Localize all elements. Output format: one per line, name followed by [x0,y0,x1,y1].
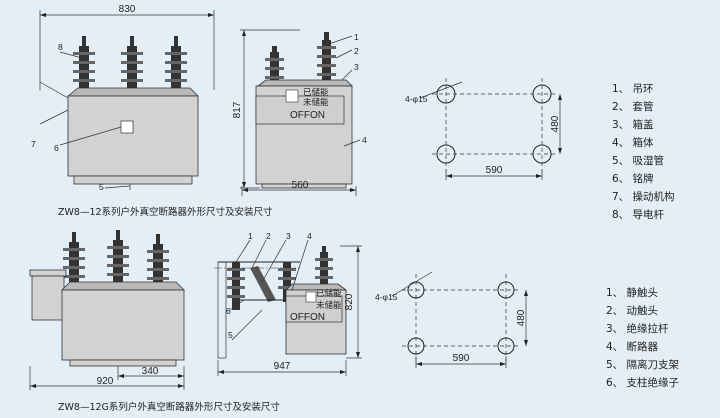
top-legend-item: 6、 铭牌 [612,172,654,185]
nameplate [120,120,134,134]
top-hole-pattern: 4-φ15 480 590 [405,78,562,180]
top-callout-2: 2 [354,46,359,56]
bottom-legend: 1、 静触头 2、 动触头 3、 绝缘拉杆 4、 断路器 5、 隔离刀支架 6、… [606,286,680,389]
bottom-callout-4: 4 [307,231,312,241]
bottom-depth-dim: 947 [274,361,291,372]
callout-6: 6 [54,143,59,153]
bottom-callout-1: 1 [248,231,253,241]
bottom-legend-item: 3、 绝缘拉杆 [606,322,669,335]
bottom-legend-item: 6、 支柱绝缘子 [606,376,679,389]
top-legend-item: 5、 吸湿管 [612,154,664,167]
callout-5: 5 [99,182,104,192]
bottom-hole-vdim: 480 [516,309,527,326]
top-callout-1: 1 [354,32,359,42]
bottom-offset-dim: 340 [142,366,159,377]
top-side-view: 817 已储能 未储能 OFFON 560 1 2 3 [232,29,367,196]
top-legend-item: 7、 操动机构 [612,190,675,203]
bottom-legend-item: 1、 静触头 [606,286,658,299]
bottom-legend-item: 2、 动触头 [606,304,658,317]
top-panel-uncharged: 未储能 [303,97,329,107]
bottom-callout-6: 6 [226,306,231,316]
top-legend-item: 8、 导电杆 [612,208,665,221]
bottom-height-dim: 820 [344,293,355,310]
bottom-hole-hdim: 590 [453,353,470,364]
callout-8: 8 [58,42,63,52]
bottom-panel-uncharged: 未储能 [316,300,342,310]
bottom-legend-item: 5、 隔离刀支架 [606,358,680,371]
bottom-front-view: 340 920 [29,230,185,390]
top-panel-onoff: OFFON [290,110,325,121]
top-legend: 1、 吊环 2、 套管 3、 箱盖 4、 箱体 5、 吸湿管 6、 铭牌 7、 … [612,83,675,221]
top-legend-item: 1、 吊环 [612,83,654,95]
top-callout-3: 3 [354,62,359,72]
top-callout-4: 4 [362,135,367,145]
top-hole-vdim: 480 [550,115,561,132]
bottom-caption: ZW8—12G系列户外真空断路器外形尺寸及安装尺寸 [58,401,280,413]
bottom-side-view: 已储能 未储能 OFFON 1 2 3 4 5 6 820 947 [214,231,362,376]
bottom-hole-spec: 4-φ15 [375,292,398,302]
bottom-callout-3: 3 [286,231,291,241]
bottom-callout-2: 2 [266,231,271,241]
callout-7: 7 [31,139,36,149]
top-depth-dim: 560 [292,180,309,191]
bottom-panel-charged: 已储能 [316,288,342,298]
bottom-callout-5: 5 [228,330,233,340]
top-caption: ZW8—12系列户外真空断路器外形尺寸及安装尺寸 [58,206,273,218]
top-width-dim: 830 [119,4,136,15]
bottom-hole-pattern: 4-φ15 480 590 [375,271,528,368]
bottom-panel-onoff: OFFON [290,312,325,323]
top-front-bushings [73,36,187,96]
top-height-dim: 817 [232,101,243,118]
top-legend-item: 4、 箱体 [612,136,654,149]
top-legend-item: 2、 套管 [612,100,654,113]
top-legend-item: 3、 箱盖 [612,118,654,131]
bottom-legend-item: 4、 断路器 [606,340,659,353]
top-hole-hdim: 590 [486,165,503,176]
top-hole-spec: 4-φ15 [405,94,428,104]
top-front-view: 830 8 [31,4,215,192]
top-panel-charged: 已储能 [303,87,329,97]
bottom-width-dim: 920 [97,376,114,387]
